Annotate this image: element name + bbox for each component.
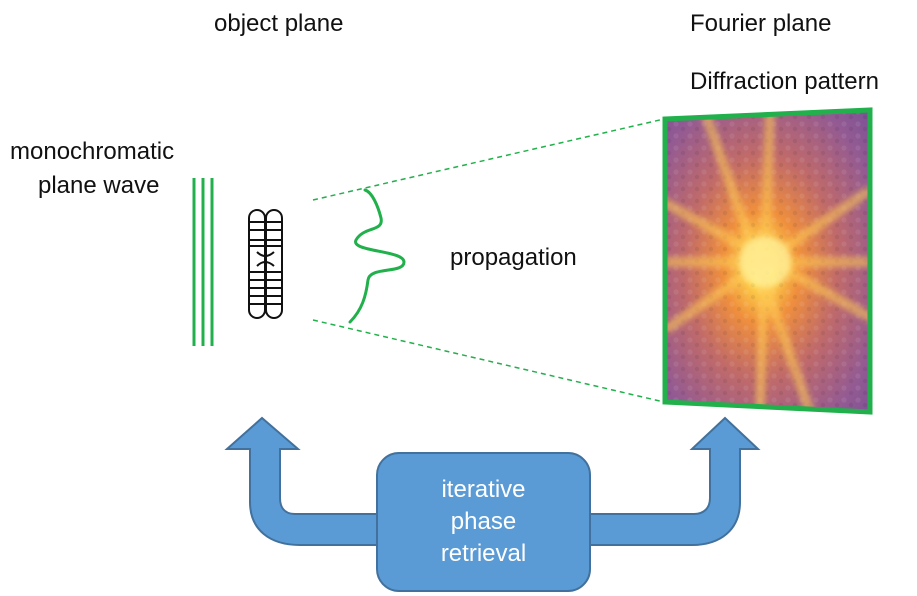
process-line-3: retrieval: [440, 540, 527, 567]
diffraction-pattern-label: Diffraction pattern: [690, 68, 879, 95]
plane-wave-lines: [192, 178, 214, 346]
projection-lines: [312, 118, 665, 403]
monochromatic-label: monochromatic: [10, 138, 175, 165]
process-line-1: iterative: [441, 476, 526, 503]
fourier-plane-label: Fourier plane: [690, 10, 832, 37]
diffraction-pattern-image: [662, 107, 873, 415]
process-box: iterative phase retrieval: [377, 453, 590, 591]
propagation-label: propagation: [450, 244, 577, 271]
plane-wave-label: plane wave: [38, 172, 160, 199]
process-box-bg: [376, 452, 591, 592]
object-plane-label: object plane: [214, 10, 344, 37]
wave-packet: [348, 188, 406, 324]
process-line-2: phase: [450, 508, 517, 535]
chromosome-icon: [248, 209, 283, 319]
